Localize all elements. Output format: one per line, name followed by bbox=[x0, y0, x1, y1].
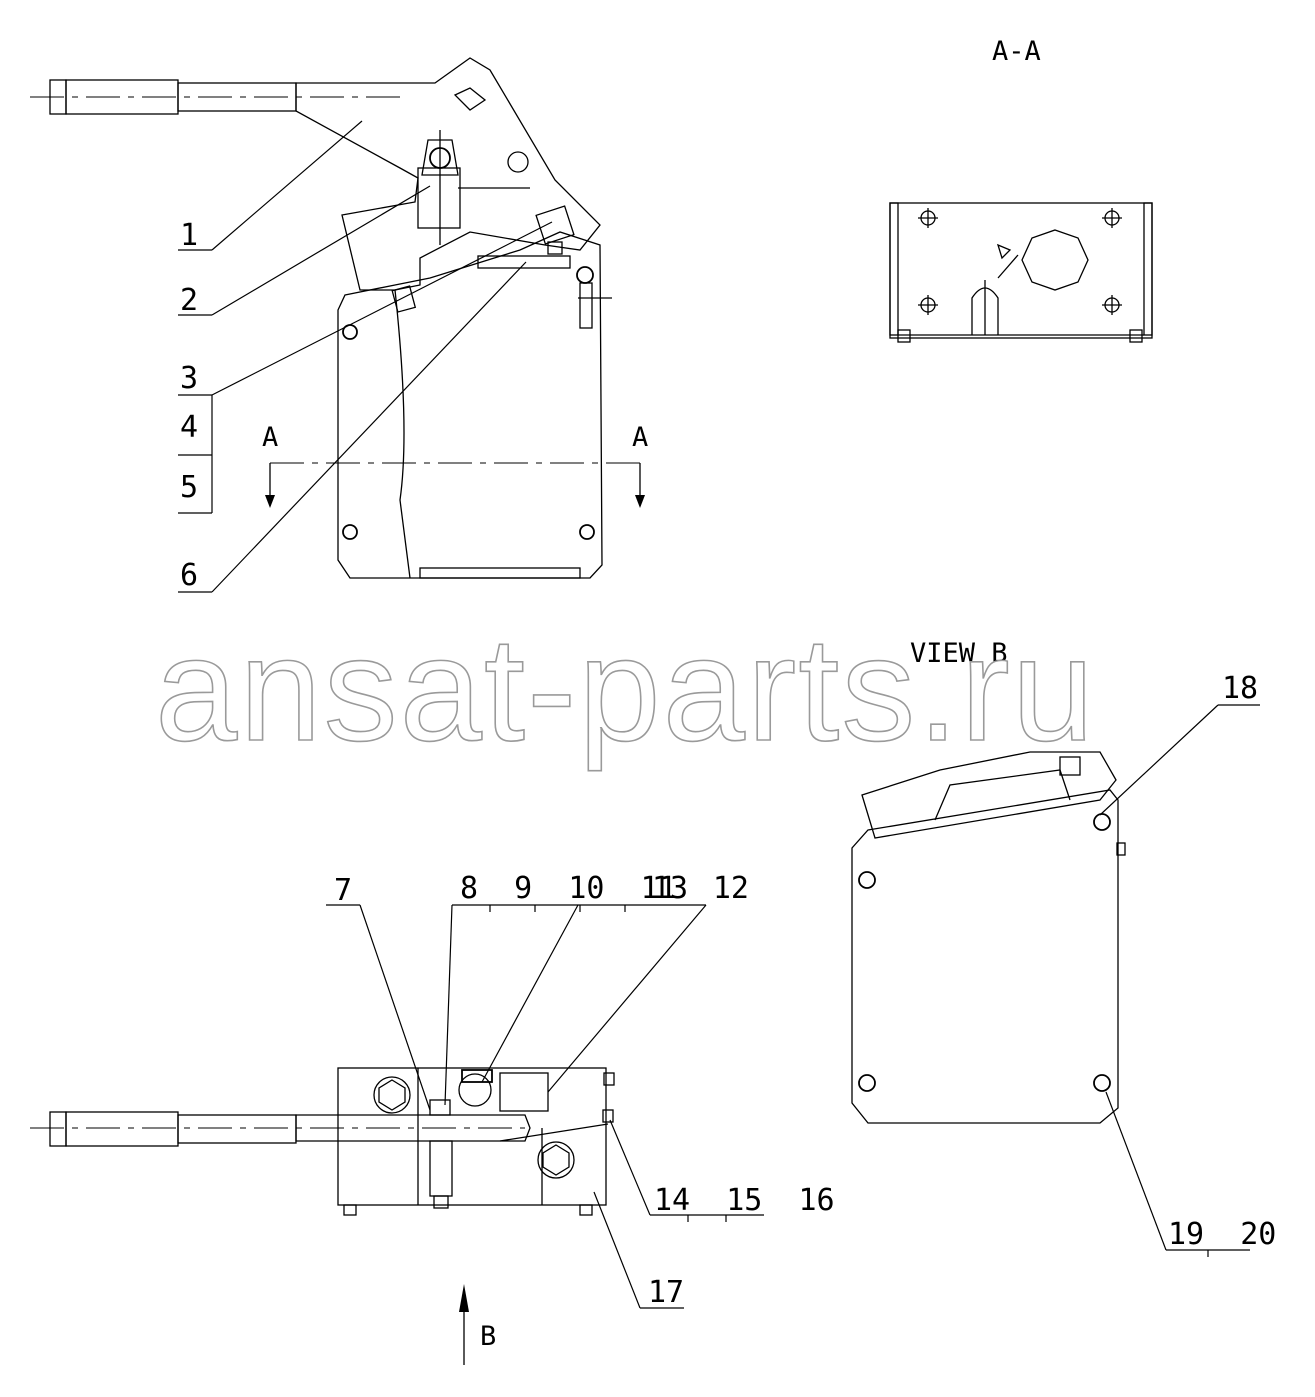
callout-2: 2 bbox=[180, 283, 198, 318]
view-b: VIEW B bbox=[851, 638, 1126, 1124]
callout-5: 5 bbox=[180, 470, 198, 505]
callout-7: 7 bbox=[334, 873, 352, 908]
callout-19-20: 19 20 bbox=[1168, 1217, 1276, 1252]
callout-17: 17 bbox=[648, 1275, 684, 1310]
callout-4: 4 bbox=[180, 410, 198, 445]
callout-6: 6 bbox=[180, 558, 198, 593]
callout-1: 1 bbox=[180, 218, 198, 253]
section-marker-left: A bbox=[262, 422, 278, 453]
view-b-title: VIEW B bbox=[910, 638, 1008, 669]
top-view bbox=[30, 1067, 615, 1216]
side-view: A A bbox=[30, 57, 648, 579]
callout-3: 3 bbox=[180, 361, 198, 396]
watermark-text: ansat-parts.ru bbox=[155, 607, 1096, 772]
callout-8-12: 8 9 10 11 12 bbox=[460, 871, 749, 906]
callout-18: 18 bbox=[1222, 671, 1258, 706]
section-marker-right: A bbox=[632, 422, 648, 453]
view-b-arrow-label: B bbox=[480, 1321, 496, 1352]
section-a-a-view: A-A bbox=[889, 36, 1153, 343]
view-b-callouts: 18 19 20 bbox=[1099, 671, 1276, 1257]
top-view-callouts: 7 8 9 10 11 12 13 14 15 16 17 B bbox=[326, 871, 835, 1365]
side-view-callouts: 1 2 3 4 5 6 bbox=[178, 120, 553, 593]
callout-14-16: 14 15 16 bbox=[654, 1183, 835, 1218]
callout-13: 13 bbox=[652, 871, 688, 906]
section-a-a-title: A-A bbox=[992, 36, 1041, 67]
